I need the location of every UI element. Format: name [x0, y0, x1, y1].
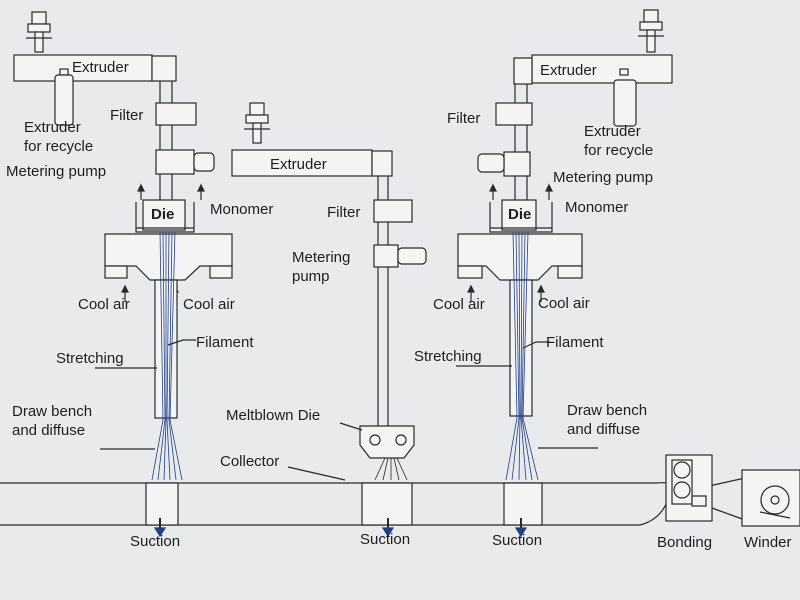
middle-hopper	[244, 102, 270, 144]
right-recycle-extruder	[613, 79, 637, 127]
right-filter-label: Filter	[447, 110, 481, 127]
middle-filter-label: Filter	[327, 204, 361, 221]
right-suction-label: Suction	[492, 532, 543, 549]
left-spunbond-line	[13, 11, 233, 538]
left-extruder	[13, 54, 153, 82]
right-hopper	[638, 9, 664, 53]
left-die	[142, 199, 186, 231]
right-recycle-extruder-label: Extruder for recycle	[584, 123, 654, 159]
left-hopper	[26, 11, 52, 53]
right-die	[501, 199, 537, 231]
right-extruder-head	[513, 57, 533, 85]
left-draw-bench-label: Draw bench and diffuse	[12, 403, 93, 439]
left-monomer-label: Monomer	[210, 201, 274, 218]
bonding-unit	[665, 454, 713, 522]
right-metering-pump	[503, 151, 531, 177]
middle-filter	[373, 199, 413, 223]
left-suction-box	[145, 482, 179, 526]
right-cool-air-label-b: Cool air	[538, 295, 590, 312]
middle-meltblown-line	[231, 102, 427, 538]
middle-metering-pump	[373, 244, 399, 268]
right-filaments	[505, 231, 539, 481]
left-filter-label: Filter	[110, 107, 144, 124]
left-suction-label: Suction	[130, 533, 181, 550]
right-filament-label: Filament	[546, 334, 604, 351]
left-die-label: Die	[151, 206, 175, 223]
right-extruder-label: Extruder	[540, 62, 597, 79]
meltblown-die	[359, 425, 415, 459]
left-metering-pump	[155, 149, 195, 175]
left-filament-label: Filament	[196, 334, 254, 351]
left-extruder-label: Extruder	[72, 59, 129, 76]
collector-label: Collector	[220, 453, 280, 470]
left-filter	[155, 102, 197, 126]
right-metering-pump-label: Metering pump	[553, 169, 654, 186]
left-filaments	[151, 231, 183, 481]
middle-suction-label: Suction	[360, 531, 411, 548]
left-stretching-label: Stretching	[56, 350, 124, 367]
right-draw-bench-label: Draw bench and diffuse	[567, 402, 648, 438]
winder-unit	[741, 469, 800, 527]
left-metering-pump-label: Metering pump	[6, 163, 107, 180]
right-suction-box	[503, 482, 543, 526]
right-die-label: Die	[508, 206, 532, 223]
right-stretching-label: Stretching	[414, 348, 482, 365]
left-cool-air-label-a: Cool air	[78, 296, 130, 313]
middle-extruder-head	[371, 150, 393, 177]
left-recycle-extruder-label: Extruder for recycle	[24, 119, 94, 155]
meltblown-die-label: Meltblown Die	[226, 407, 321, 424]
left-cool-air-label-b: Cool air	[183, 296, 235, 313]
left-extruder-head	[151, 55, 177, 82]
left-recycle-extruder	[54, 74, 74, 126]
winder-label: Winder	[744, 534, 792, 551]
right-cool-air-label-a: Cool air	[433, 296, 485, 313]
middle-extruder-label: Extruder	[270, 156, 327, 173]
middle-metering-pump-label: Metering pump	[292, 249, 351, 285]
bonding-label: Bonding	[657, 534, 713, 551]
right-filter	[495, 102, 533, 126]
right-spunbond-line	[456, 9, 673, 538]
right-monomer-label: Monomer	[565, 199, 629, 216]
